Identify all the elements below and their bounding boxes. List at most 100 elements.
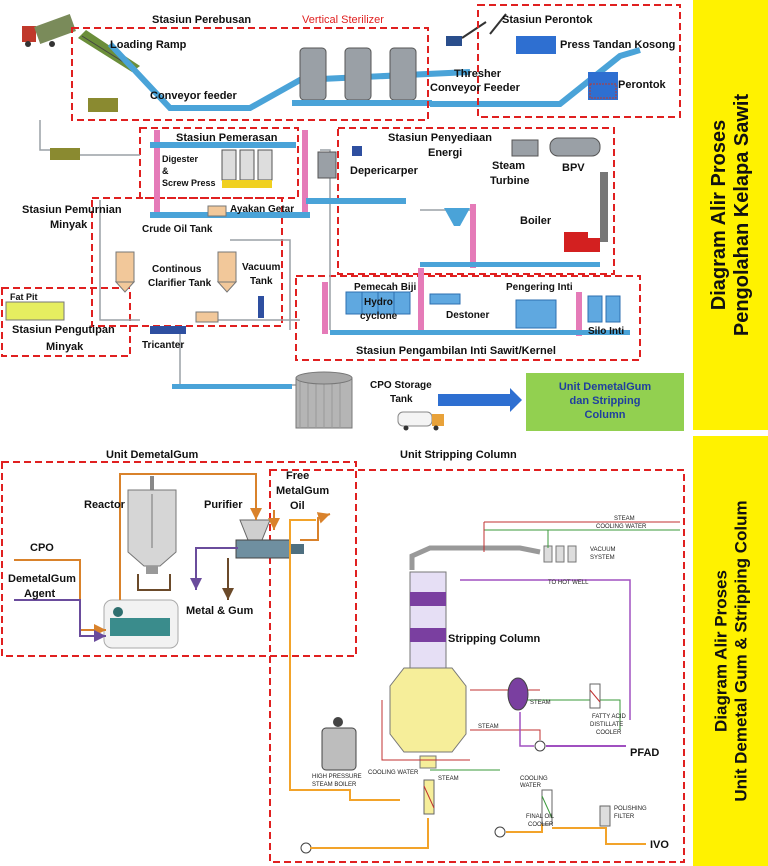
polishing-filter-icon — [599, 805, 611, 827]
side-banner-top: Diagram Alir Proses Pengolahan Kelapa Sa… — [693, 0, 768, 430]
vacuum-system-icon — [409, 545, 577, 570]
pink-conveyors — [154, 130, 582, 336]
green-box-label: Unit DemetalGum dan Stripping Column — [558, 381, 652, 421]
side-bottom-line-2: Unit Demetal Gum & Stripping Colum — [730, 500, 750, 802]
label-pengering-inti: Pengering Inti — [506, 282, 573, 293]
label-conveyor-feeder: Conveyor feeder — [150, 90, 238, 102]
label-steam-turbine-1: Steam — [492, 160, 525, 172]
label-pemecah-biji: Pemecah Biji — [354, 282, 416, 293]
small-steam-top: STEAM — [614, 516, 635, 522]
destoner-icon — [429, 293, 461, 305]
demetalgum-box — [1, 461, 357, 657]
label-cpo-storage-2: Tank — [390, 394, 413, 405]
small-vacuum-1: VACUUM — [590, 547, 616, 553]
label-press-tandan: Press Tandan Kosong — [560, 39, 675, 51]
kernel-box — [295, 275, 641, 361]
tanker-truck-icon — [397, 411, 444, 431]
cpo-storage-tank-icon — [295, 371, 353, 429]
vertical-sterilizer-icon — [292, 47, 432, 106]
label-stasiun-perebusan: Stasiun Perebusan — [152, 14, 251, 26]
pengutipan-box — [1, 287, 131, 357]
reactor-icon — [127, 476, 177, 574]
press-tandan-kosong-icon — [516, 36, 556, 54]
small-polishing-2: FILTER — [614, 814, 635, 820]
truck-icon — [22, 14, 76, 47]
excavator-icon — [446, 21, 487, 46]
label-cpo: CPO — [30, 542, 54, 554]
label-agent-1: DemetalGum — [8, 573, 76, 585]
small-vacuum-2: SYSTEM — [590, 555, 615, 561]
ivo-line — [310, 818, 429, 849]
small-fatty-1: FATTY ACID — [592, 714, 626, 720]
label-stasiun-pengutipan-1: Stasiun Pengutipan — [12, 324, 115, 336]
small-cooling-water-low-2: WATER — [520, 783, 542, 789]
stripping-column-box — [269, 469, 685, 863]
side-top-line-1: Diagram Alir Proses — [707, 119, 730, 311]
small-fatty-2: DISTILLATE — [590, 722, 623, 728]
stripping-feed-line — [289, 519, 400, 801]
perebusan-box — [71, 27, 429, 121]
label-metal-gum: Metal & Gum — [186, 605, 253, 617]
label-cpo-storage-1: CPO Storage — [370, 380, 432, 391]
label-vacuum-tank-1: Vacuum — [242, 262, 280, 273]
label-perontok: Perontok — [618, 79, 667, 91]
silo-inti-icon — [587, 295, 621, 323]
label-thresher-1: Thresher — [454, 68, 502, 80]
label-vacuum-tank-2: Tank — [250, 276, 273, 287]
pengering-inti-icon — [515, 299, 557, 329]
small-steam-right: STEAM — [530, 700, 551, 706]
side-bottom-line-1: Diagram Alir Proses — [710, 570, 730, 732]
label-loading-ramp: Loading Ramp — [110, 39, 187, 51]
small-final-cooler-2: COOLER — [528, 822, 554, 828]
small-steam-mid: STEAM — [478, 724, 499, 730]
utility-lines — [381, 521, 680, 771]
small-final-cooler-1: FINAL OIL — [526, 814, 555, 820]
label-digester-3: Screw Press — [162, 178, 216, 188]
label-bpv: BPV — [562, 162, 585, 174]
fat-pit-icon — [5, 301, 65, 321]
continous-clarifier-tank-icon — [114, 251, 136, 293]
label-stasiun-pengutipan-2: Minyak — [46, 341, 84, 353]
heat-exchanger-icon — [423, 779, 435, 815]
vacuum-tank-icon — [216, 251, 264, 318]
label-ivo: IVO — [650, 839, 669, 851]
label-stasiun-kernel: Stasiun Pengambilan Inti Sawit/Kernel — [356, 345, 556, 357]
label-purifier: Purifier — [204, 499, 243, 511]
label-thresher-2: Conveyor Feeder — [430, 82, 521, 94]
steam-turbine-icon — [511, 139, 539, 157]
label-tricanter: Tricanter — [142, 340, 184, 351]
perontok-box — [477, 4, 681, 118]
label-digester-2: & — [162, 166, 169, 176]
side-top-line-2: Pengolahan Kelapa Sawit — [730, 93, 753, 337]
unit-demetalgum-stripping-box: Unit DemetalGum dan Stripping Column — [526, 373, 684, 431]
small-cooling-water-top: COOLING WATER — [596, 524, 647, 530]
blue-arrow — [438, 388, 522, 412]
boiler-icon — [564, 172, 608, 252]
stripping-column-icon — [389, 571, 467, 769]
label-boiler: Boiler — [520, 215, 552, 227]
label-fat-pit: Fat Pit — [10, 292, 38, 302]
small-hp-boiler-2: STEAM BOILER — [312, 782, 357, 788]
label-stasiun-pemerasan: Stasiun Pemerasan — [176, 132, 278, 144]
perontok-icon — [588, 72, 618, 100]
small-steam-low: STEAM — [438, 776, 459, 782]
label-steam-turbine-2: Turbine — [490, 175, 530, 187]
blue-conveyors — [150, 142, 630, 389]
label-unit-stripping: Unit Stripping Column — [400, 449, 517, 461]
label-stasiun-perontok: Stasiun Perontok — [502, 14, 593, 26]
demetalgum-flows — [14, 473, 331, 642]
label-hydro-2: cyclone — [360, 311, 398, 322]
pemerasan-box — [139, 127, 299, 199]
high-pressure-steam-boiler-icon — [321, 717, 357, 771]
label-crude-oil-tank: Crude Oil Tank — [142, 224, 213, 235]
label-free-oil-2: MetalGum — [276, 485, 329, 497]
label-clarifier-2: Clarifier Tank — [148, 278, 212, 289]
label-unit-demetalgum: Unit DemetalGum — [106, 449, 199, 461]
label-silo-inti: Silo Inti — [588, 326, 624, 337]
label-digester-1: Digester — [162, 154, 199, 164]
label-stasiun-pemurnian-2: Minyak — [50, 219, 88, 231]
pemurnian-box — [91, 197, 283, 327]
digester-screw-press-icon — [221, 149, 273, 188]
label-pfad: PFAD — [630, 747, 659, 759]
